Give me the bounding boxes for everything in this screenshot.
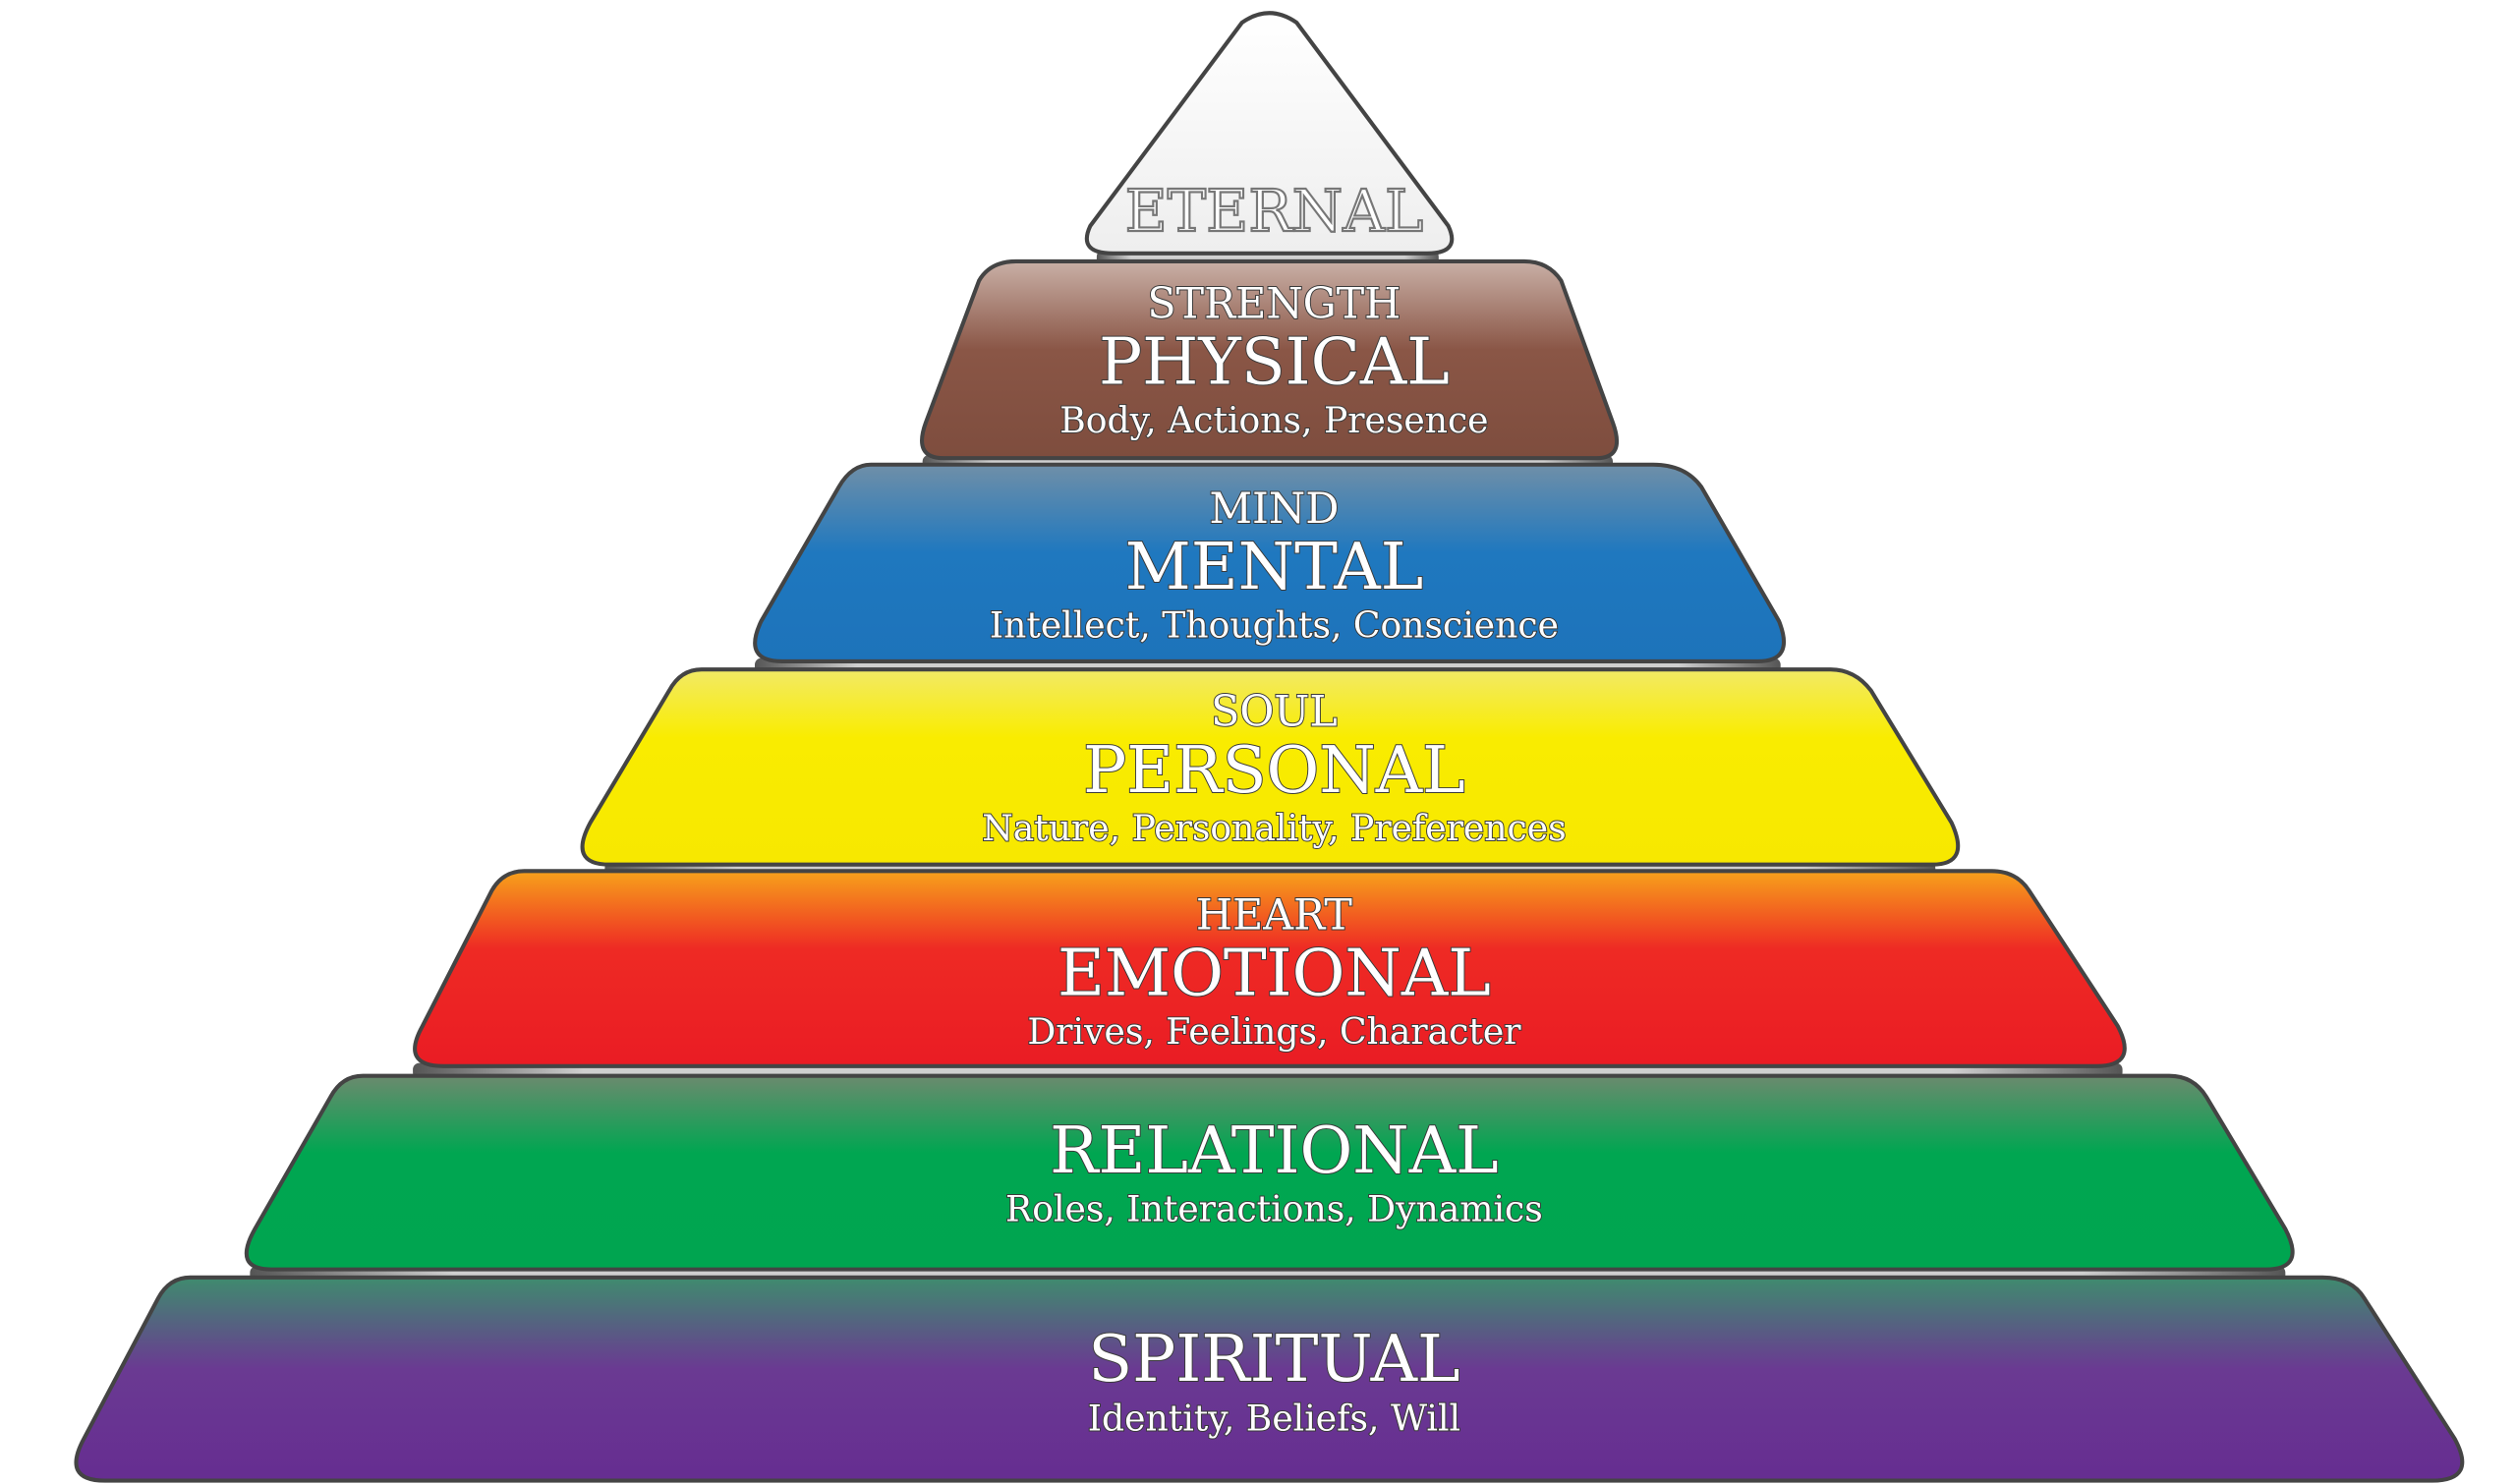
tier-title: EMOTIONAL [1058,937,1491,1011]
tier-subtitle: Intellect, Thoughts, Conscience [990,603,1559,646]
tier-eternal: ETERNAL [1084,11,1455,256]
tier-subtitle: Identity, Beliefs, Will [1088,1398,1460,1440]
tier-title: MENTAL [1125,530,1424,604]
tier-physical: STRENGTH PHYSICAL Body, Actions, Presenc… [920,258,1619,461]
tier-small-label: HEART [1196,890,1353,940]
tier-subtitle: Roles, Interactions, Dynamics [1005,1187,1543,1229]
tier-small-label: STRENGTH [1147,279,1401,328]
tier-small-label: SOUL [1211,688,1337,737]
tier-title: RELATIONAL [1050,1113,1499,1188]
eternal-label: ETERNAL [1125,177,1424,245]
tier-emotional: HEART EMOTIONAL Drives, Feelings, Charac… [413,869,2127,1068]
tier-subtitle: Drives, Feelings, Character [1027,1010,1521,1053]
tier-title: SPIRITUAL [1088,1322,1459,1397]
tier-small-label: MIND [1209,485,1339,534]
tier-relational: RELATIONAL Roles, Interactions, Dynamics [244,1073,2295,1272]
tier-title: PHYSICAL [1099,325,1450,400]
tier-mental: MIND MENTAL Intellect, Thoughts, Conscie… [753,462,1787,663]
tier-subtitle: Body, Actions, Presence [1059,399,1488,441]
tier-spiritual: SPIRITUAL Identity, Beliefs, Will [74,1275,2465,1483]
tier-subtitle: Nature, Personality, Preferences [982,807,1566,849]
tier-title: PERSONAL [1083,733,1465,808]
tier-personal: SOUL PERSONAL Nature, Personality, Prefe… [580,667,1961,867]
